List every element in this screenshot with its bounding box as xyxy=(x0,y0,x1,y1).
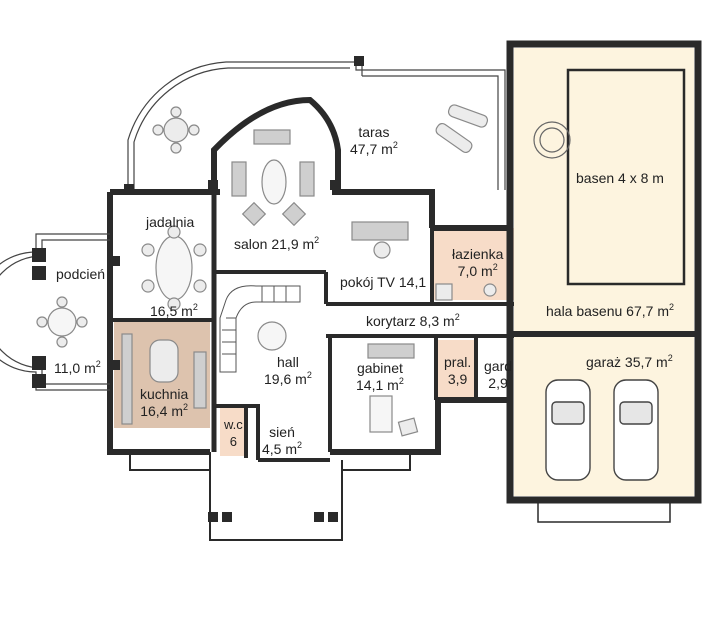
area-unit-sup: 2 xyxy=(297,440,303,450)
pool-hall-floor xyxy=(514,48,694,496)
area-unit-sup: 2 xyxy=(668,302,674,312)
room-label-gabinet: gabinet 14,1 m2 xyxy=(356,360,404,394)
room-name: łazienka xyxy=(452,246,504,262)
area-unit-sup: 2 xyxy=(667,353,673,363)
room-label-wc: w.c 6 xyxy=(224,416,243,450)
cars xyxy=(545,379,659,481)
room-label-pokoj-tv: pokój TV 14,1 xyxy=(340,274,426,291)
room-label-taras: taras 47,7 m2 xyxy=(350,124,398,158)
entrance-columns xyxy=(124,56,364,522)
pool-steps xyxy=(533,121,571,159)
area-unit-sup: 2 xyxy=(392,140,398,150)
room-name: jadalnia xyxy=(146,214,195,230)
area-unit-sup: 2 xyxy=(95,359,101,369)
area-unit-sup: 2 xyxy=(183,402,189,412)
room-name: kuchnia xyxy=(140,386,189,402)
room-label-basen: basen 4 x 8 m xyxy=(576,170,664,187)
porch xyxy=(0,233,110,391)
room-name: salon 21,9 m xyxy=(234,236,315,252)
room-area-jadalnia: 16,5 m2 xyxy=(150,303,198,320)
room-area: 16,4 m xyxy=(140,403,184,419)
room-label-kuchnia: kuchnia 16,4 m2 xyxy=(140,386,188,420)
room-label-garaz: garaż 35,7 m2 xyxy=(586,354,673,371)
room-name: gabinet xyxy=(356,360,403,376)
room-label-hall: hall 19,6 m2 xyxy=(264,354,312,388)
room-label-jadalnia: jadalnia xyxy=(146,214,194,231)
room-name: sień xyxy=(269,424,295,440)
room-floors xyxy=(114,48,694,496)
furniture xyxy=(36,104,497,437)
walls xyxy=(107,40,702,541)
room-name: basen 4 x 8 m xyxy=(576,170,664,186)
room-name: hala basenu 67,7 m xyxy=(546,303,669,319)
pool xyxy=(566,68,686,286)
room-label-korytarz: korytarz 8,3 m2 xyxy=(366,313,460,330)
room-label-podcien: podcień xyxy=(56,266,105,283)
room-label-pral: pral. 3,9 xyxy=(444,354,471,388)
room-area: 16,5 m xyxy=(150,303,193,319)
room-area: 6 xyxy=(229,434,238,449)
room-area: 19,6 m xyxy=(264,371,307,387)
area-unit-sup: 2 xyxy=(454,312,460,322)
room-name: taras xyxy=(358,124,390,140)
room-label-gard: gard 2,9 xyxy=(484,358,512,392)
room-area: 47,7 m xyxy=(350,141,393,157)
area-unit-sup: 2 xyxy=(314,235,320,245)
area-unit-sup: 2 xyxy=(192,302,198,312)
room-area: 11,0 m xyxy=(54,360,96,376)
room-area: 14,1 m xyxy=(356,377,399,393)
room-name: podcień xyxy=(56,266,106,282)
car-left xyxy=(545,379,591,481)
room-label-sien: sień 4,5 m2 xyxy=(262,424,302,458)
room-name: pokój TV 14,1 xyxy=(340,274,427,290)
room-area: 3,9 xyxy=(447,371,468,387)
room-name: garaż 35,7 m xyxy=(586,354,668,370)
area-unit-sup: 2 xyxy=(492,262,498,272)
room-label-hala-basenu: hala basenu 67,7 m2 xyxy=(546,303,674,320)
porch-columns xyxy=(32,248,120,388)
room-name: gard xyxy=(484,358,513,374)
room-area: 7,0 m xyxy=(457,263,493,279)
room-name: hall xyxy=(277,354,299,370)
room-area: 2,9 xyxy=(488,375,508,391)
laundry-floor xyxy=(436,340,476,398)
room-label-lazienka: łazienka 7,0 m2 xyxy=(452,246,503,280)
room-name: korytarz 8,3 m xyxy=(366,313,455,329)
wc-floor xyxy=(220,408,246,456)
room-label-salon: salon 21,9 m2 xyxy=(234,236,319,253)
room-name: w.c xyxy=(224,417,243,432)
car-right xyxy=(613,379,659,481)
area-unit-sup: 2 xyxy=(306,370,312,380)
area-unit-sup: 2 xyxy=(398,376,404,386)
room-name: pral. xyxy=(444,354,472,370)
room-area-podcien: 11,0 m2 xyxy=(54,360,101,377)
room-area: 4,5 m xyxy=(262,441,298,457)
staircase xyxy=(219,285,301,373)
